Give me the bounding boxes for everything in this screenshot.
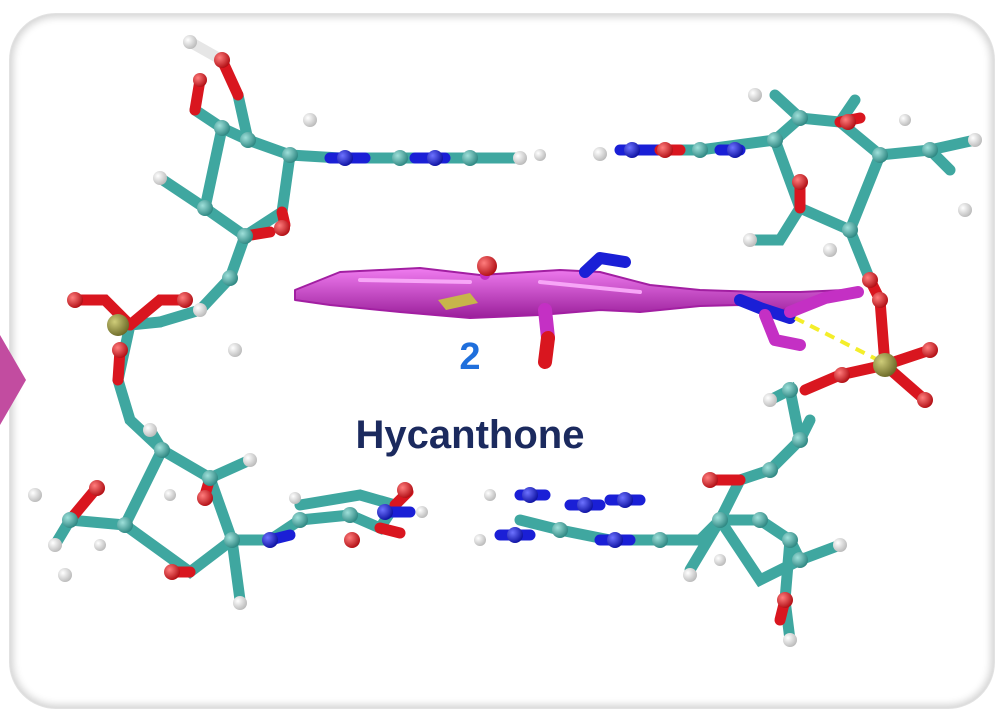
rounded-frame [10,14,994,708]
nucleotide-bottom-right [474,292,938,647]
triangle-right-icon [0,335,26,425]
hycanthone-ligand [294,252,864,369]
compound-name-label: Hycanthone [355,413,585,457]
nucleotide-top-left [67,35,546,456]
nucleotide-bottom-left [28,423,428,610]
nucleotide-top-right [593,88,982,306]
compound-number-label: 2 [459,336,481,378]
hydrogen-bond [794,316,883,364]
